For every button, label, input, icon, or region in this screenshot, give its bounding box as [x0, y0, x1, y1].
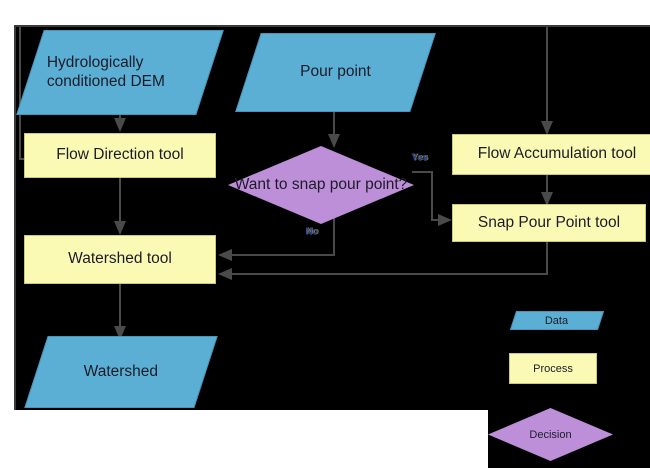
node-label-snap-pour-point: Snap Pour Point tool — [477, 213, 621, 231]
node-label-snap-decision: Want to snap pour point? — [234, 175, 408, 193]
branch-label-no: No — [306, 226, 319, 236]
legend-item-decision: Decision — [488, 408, 613, 461]
legend-label-process: Process — [533, 362, 573, 375]
node-flow-accumulation-tool[interactable]: Flow Accumulation tool — [452, 134, 650, 175]
legend-label-data: Data — [545, 314, 569, 327]
node-flow-direction-tool[interactable]: Flow Direction tool — [24, 133, 216, 178]
branch-label-yes: Yes — [412, 152, 429, 162]
node-label-watershed-tool: Watershed tool — [68, 250, 172, 268]
node-hydrologically-conditioned-dem[interactable]: Hydrologically conditioned DEM — [16, 30, 224, 115]
node-pour-point[interactable]: Pour point — [235, 33, 436, 112]
node-watershed[interactable]: Watershed — [24, 336, 218, 408]
node-label-pour-point: Pour point — [300, 63, 371, 81]
node-label-watershed: Watershed — [83, 362, 159, 380]
node-label-flow-accumulation: Flow Accumulation tool — [477, 145, 637, 163]
node-label-flow-direction: Flow Direction tool — [56, 146, 184, 164]
legend-label-decision: Decision — [529, 428, 572, 441]
node-watershed-tool[interactable]: Watershed tool — [24, 235, 216, 284]
node-decision-want-to-snap[interactable]: Want to snap pour point? — [228, 146, 414, 224]
node-snap-pour-point-tool[interactable]: Snap Pour Point tool — [452, 204, 646, 242]
node-label-hydro-dem: Hydrologically conditioned DEM — [47, 53, 166, 90]
legend-item-data: Data — [509, 311, 605, 330]
legend-item-process: Process — [509, 353, 597, 384]
